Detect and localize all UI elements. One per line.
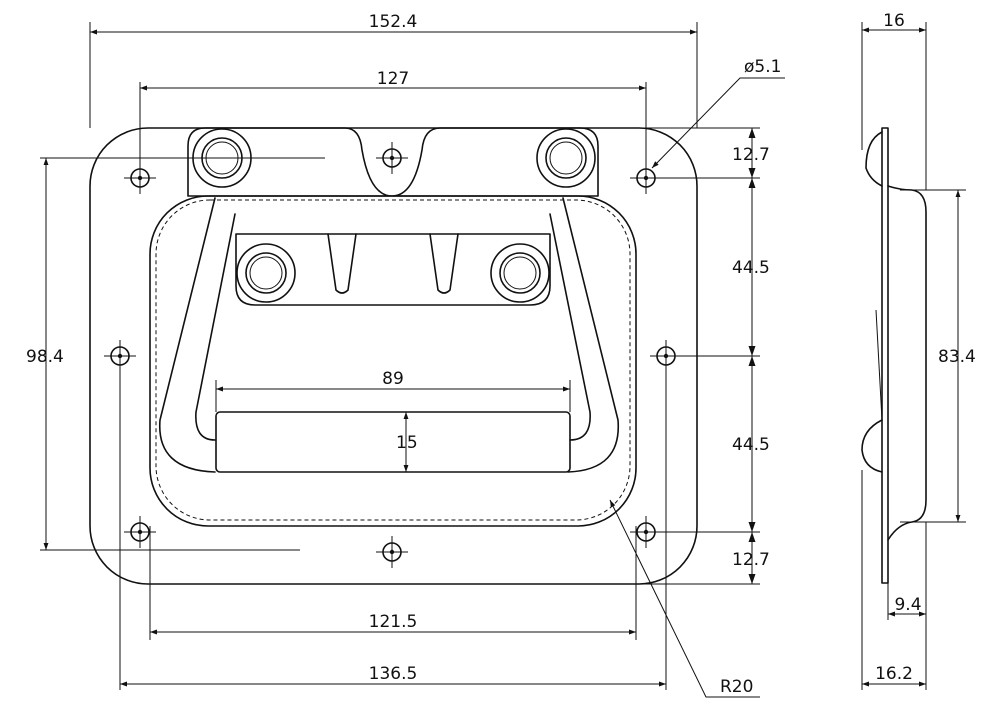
- dim-handle-width: 89: [382, 369, 404, 389]
- dim-top-offset: 12.7: [732, 145, 770, 165]
- dim-overall-width: 152.4: [369, 12, 418, 32]
- dim-overall-depth: 16.2: [875, 664, 913, 684]
- side-rivet-dome: [865, 131, 883, 187]
- mounting-hole: [630, 516, 662, 548]
- mounting-hole: [376, 536, 408, 568]
- dim-bottom-offset: 12.7: [732, 550, 770, 570]
- recess-dashed-outline: [155, 199, 631, 521]
- recess-outline: [149, 195, 637, 527]
- side-flange: [881, 127, 889, 584]
- side-recess-inner: [875, 309, 883, 421]
- dim-corner-radius: R20: [720, 677, 753, 697]
- mounting-hole: [376, 142, 408, 174]
- dim-overall-height: 98.4: [26, 347, 64, 367]
- rivet-pivot-right: [490, 243, 550, 303]
- leader-corner-radius: [609, 499, 760, 698]
- mounting-hole: [124, 516, 156, 548]
- dim-handle-height: 15: [396, 433, 418, 453]
- pivot-plate: [235, 233, 551, 306]
- front-view: 152.4 127 ø5.1 98.4 89 15 121.5 136.5 R2…: [26, 12, 785, 698]
- handle-frame-inner: [195, 213, 591, 441]
- handle-grip: [215, 411, 571, 473]
- leader-hole-diameter: [651, 77, 785, 169]
- top-bracket: [187, 127, 599, 197]
- side-view: 16 83.4 9.4 16.2: [861, 11, 976, 690]
- dim-arrows-chain: [748, 128, 756, 584]
- side-handle-bump: [861, 419, 883, 473]
- rivet-top-right: [536, 128, 596, 188]
- dim-recess-height: 83.4: [938, 347, 976, 367]
- mounting-hole: [650, 340, 682, 372]
- pivot-slot-right: [429, 233, 459, 294]
- dim-side-hole-spacing: 136.5: [369, 664, 418, 684]
- mounting-hole: [104, 340, 136, 372]
- dim-lower-pitch: 44.5: [732, 435, 770, 455]
- dim-hole-diameter: ø5.1: [744, 57, 781, 77]
- dim-flange-offset: 9.4: [894, 595, 921, 615]
- rivet-pivot-left: [236, 243, 296, 303]
- dim-top-depth: 16: [883, 11, 905, 31]
- dim-upper-pitch: 44.5: [732, 258, 770, 278]
- handle-frame: [159, 197, 620, 473]
- pivot-slot-left: [327, 233, 357, 294]
- side-recess-body: [887, 185, 927, 541]
- mounting-holes: [104, 142, 682, 568]
- dim-hole-spacing-top: 127: [377, 69, 409, 89]
- dim-recess-width: 121.5: [369, 612, 418, 632]
